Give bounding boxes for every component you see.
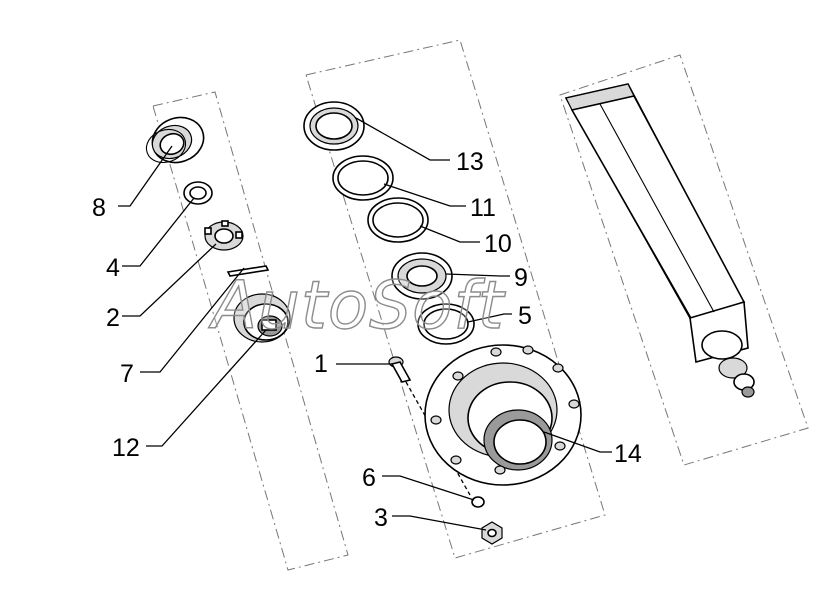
- frame-axle-group: [559, 54, 809, 466]
- part-14-hub: [424, 344, 582, 486]
- callout-10: 10: [484, 230, 512, 258]
- leader-lines: [118, 117, 612, 531]
- part-4-washer: [183, 181, 213, 205]
- callout-9: 9: [514, 264, 528, 292]
- callout-12: 12: [112, 434, 140, 462]
- callout-7: 7: [120, 360, 134, 388]
- part-12-hub-cap: [233, 293, 291, 343]
- part-9-bearing: [391, 252, 453, 300]
- watermark-text: AutoSoft: [208, 267, 506, 344]
- callout-4: 4: [106, 254, 120, 282]
- part-13-seal: [303, 101, 365, 151]
- callout-6: 6: [362, 464, 376, 492]
- callout-14: 14: [614, 440, 642, 468]
- callout-3: 3: [374, 504, 388, 532]
- callout-13: 13: [456, 148, 484, 176]
- callout-labels: 8 4 2 7 12 1 6 3 13 11 10 9 5 14: [92, 148, 642, 532]
- part-14-axle-beam: [564, 83, 755, 398]
- part-3-wheel-nut: [481, 521, 503, 545]
- part-7-cotter-pin: [226, 265, 270, 277]
- callout-5: 5: [518, 302, 532, 330]
- frame-left-group: [152, 91, 349, 571]
- callout-8: 8: [92, 194, 106, 222]
- part-8-bearing: [145, 116, 205, 164]
- part-6-lock-washer: [471, 496, 485, 508]
- part-11-ring: [332, 155, 394, 201]
- part-2-castle-nut: [204, 220, 244, 251]
- callout-11: 11: [470, 194, 496, 222]
- part-10-ring: [367, 197, 429, 243]
- frame-center-group: [305, 39, 606, 559]
- part-5-ring: [417, 303, 475, 345]
- callout-1: 1: [314, 350, 328, 378]
- callout-2: 2: [106, 304, 120, 332]
